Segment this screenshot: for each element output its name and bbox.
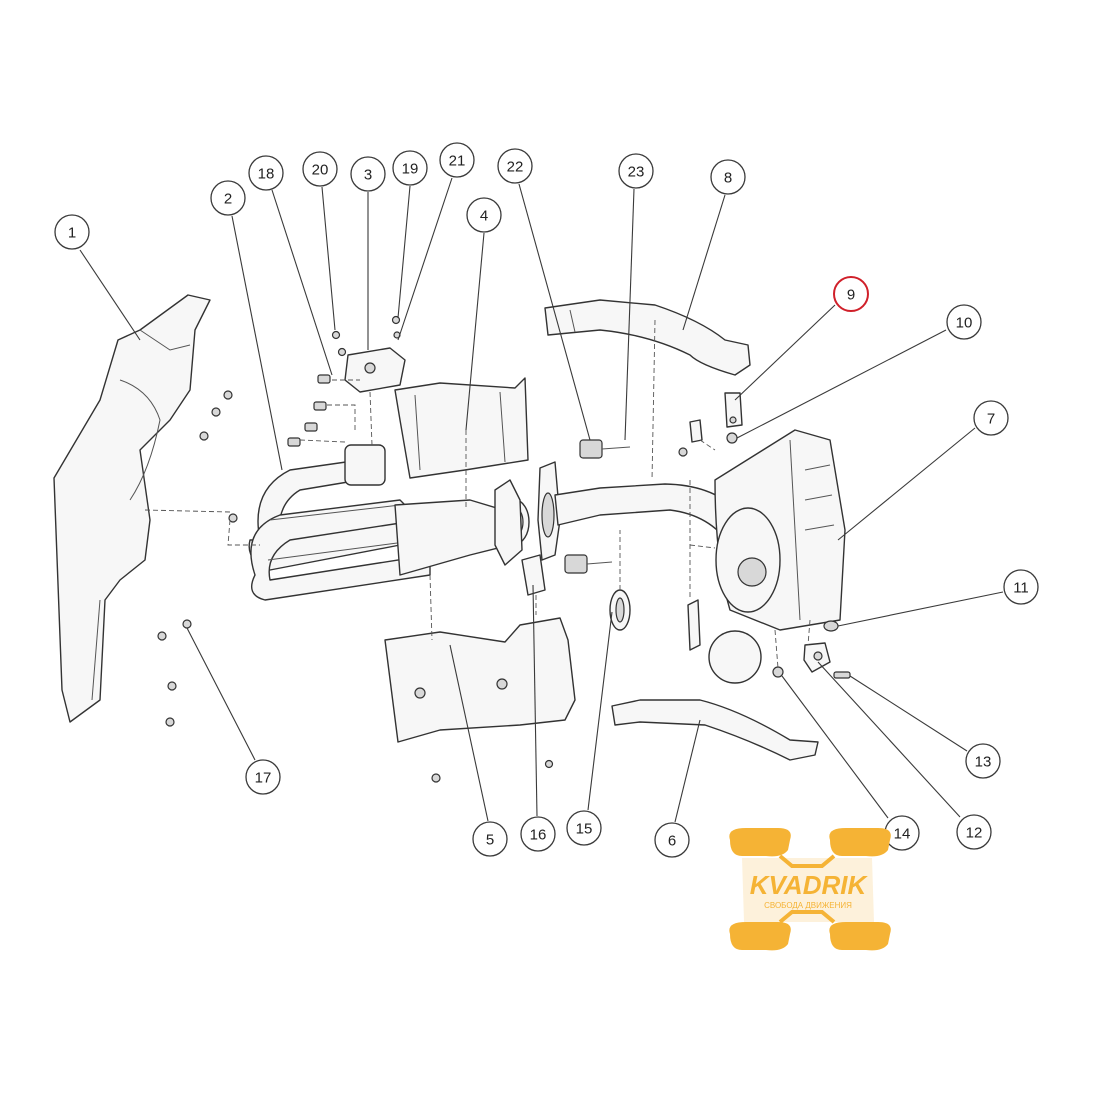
callout-3: 3 [350, 156, 386, 192]
callout-circle [618, 153, 654, 189]
callout-21: 21 [439, 142, 475, 178]
callout-13: 13 [965, 743, 1001, 779]
callout-label: 7 [987, 411, 995, 428]
part-heat-shield-1 [53, 294, 211, 723]
callout-label: 16 [530, 827, 547, 844]
callout-label: 19 [402, 161, 419, 178]
callout-17: 17 [245, 759, 281, 795]
callout-label: 12 [966, 825, 983, 842]
callout-2: 2 [210, 180, 246, 216]
callout-circle [392, 150, 428, 186]
callout-label: 21 [449, 153, 466, 170]
callout-label: 18 [258, 166, 275, 183]
callout-5: 5 [472, 821, 508, 857]
callout-22: 22 [497, 148, 533, 184]
callout-label: 3 [364, 167, 372, 184]
callout-label: 9 [847, 287, 855, 304]
callout-label: 15 [576, 821, 593, 838]
callout-circle [710, 159, 746, 195]
callout-circle [566, 810, 602, 846]
part-tailpipe-8 [544, 299, 751, 376]
leader-lines [79, 177, 1004, 823]
callout-circle [833, 276, 869, 312]
callout-label: 23 [628, 164, 645, 181]
callout-4: 4 [466, 197, 502, 233]
kvadrik-logo: KVADRIK СВОБОДА ДВИЖЕНИЯ [729, 828, 891, 951]
callout-16: 16 [520, 816, 556, 852]
callout-10: 10 [946, 304, 982, 340]
callout-circle [946, 304, 982, 340]
assembly-dash-lines [144, 319, 811, 669]
callout-circle [302, 151, 338, 187]
logo-tire-icon [729, 828, 891, 951]
part-gasket-16 [521, 554, 554, 769]
callout-label: 22 [507, 159, 524, 176]
callout-circle [654, 822, 690, 858]
logo-tagline: СВОБОДА ДВИЖЕНИЯ [764, 901, 852, 910]
callout-6: 6 [654, 822, 690, 858]
callout-19: 19 [392, 150, 428, 186]
callout-label: 17 [255, 770, 272, 787]
callout-label: 4 [480, 208, 488, 225]
callout-circle [54, 214, 90, 250]
callout-label: 8 [724, 170, 732, 187]
callout-label: 11 [1013, 580, 1029, 597]
callout-circle [472, 821, 508, 857]
callout-circle [1003, 569, 1039, 605]
part-heat-shield-4 [394, 377, 529, 479]
callout-label: 13 [975, 754, 992, 771]
callout-label: 20 [312, 162, 329, 179]
callout-circle [973, 400, 1009, 436]
callout-circle [520, 816, 556, 852]
part-bolts-17 [157, 390, 238, 727]
callout-circle [956, 814, 992, 850]
callout-1: 1 [54, 214, 90, 250]
part-clamp-15 [609, 589, 631, 631]
callout-label: 2 [224, 191, 232, 208]
callout-label: 1 [68, 225, 76, 242]
callout-circle [248, 155, 284, 191]
callout-12: 12 [956, 814, 992, 850]
part-tailpipe-6 [611, 599, 819, 761]
part-collector [394, 479, 530, 576]
callout-label: 6 [668, 833, 676, 850]
part-bracket-3 [287, 315, 406, 486]
callout-circle [439, 142, 475, 178]
callout-label: 10 [956, 315, 973, 332]
part-springs-22-23 [537, 439, 631, 574]
callout-circle [466, 197, 502, 233]
part-nut-10 [678, 419, 738, 457]
part-header-2 [248, 459, 431, 601]
callout-circle [210, 180, 246, 216]
callout-11: 11 [1003, 569, 1039, 605]
callout-23: 23 [618, 153, 654, 189]
part-bracket-9 [724, 392, 743, 428]
callout-15: 15 [566, 810, 602, 846]
callout-circle [965, 743, 1001, 779]
callout-9: 9 [833, 276, 869, 312]
part-muffler-7 [714, 429, 846, 631]
callout-8: 8 [710, 159, 746, 195]
callout-20: 20 [302, 151, 338, 187]
callout-7: 7 [973, 400, 1009, 436]
callout-label: 5 [486, 832, 494, 849]
part-hardware-11-14 [772, 620, 851, 679]
logo-brand: KVADRIK [750, 870, 869, 900]
callout-label: 14 [894, 826, 911, 843]
part-heat-shield-5 [384, 617, 576, 783]
callout-circle [245, 759, 281, 795]
callout-circle [497, 148, 533, 184]
callout-18: 18 [248, 155, 284, 191]
callout-circle [350, 156, 386, 192]
